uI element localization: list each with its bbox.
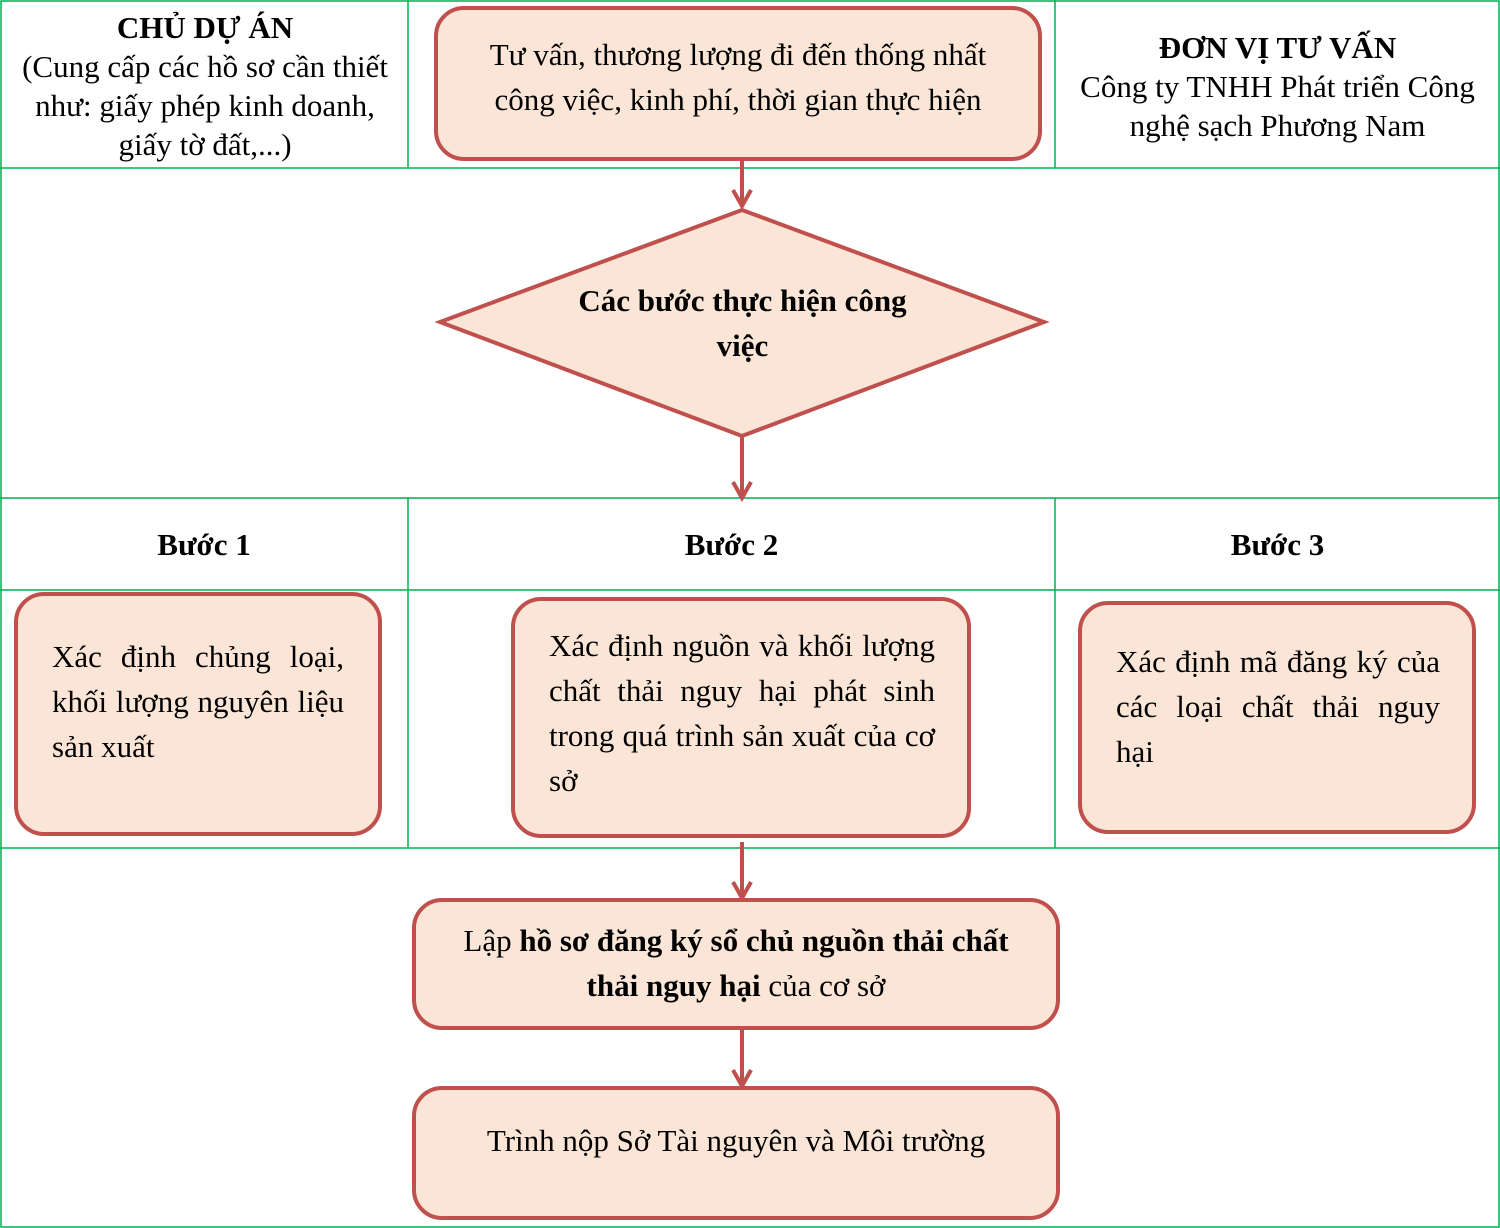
- consultant-cell: ĐƠN VỊ TƯ VẤN Công ty TNHH Phát triển Cô…: [1065, 28, 1490, 145]
- step-3-box: Xác định mã đăng ký của các loại chất th…: [1078, 601, 1476, 834]
- consult-box-text: Tư vấn, thương lượng đi đến thống nhất c…: [489, 37, 987, 117]
- project-owner-title: CHỦ DỰ ÁN: [116, 10, 294, 45]
- step-3-text: Xác định mã đăng ký của các loại chất th…: [1116, 644, 1440, 769]
- decision-label: Các bước thực hiện công việc: [578, 283, 907, 363]
- step-2-title: Bước 2: [684, 527, 779, 562]
- consultant-name: Công ty TNHH Phát triển Công nghệ sạch P…: [1080, 69, 1475, 143]
- registration-file-box: Lập hồ sơ đăng ký sổ chủ nguồn thải chất…: [412, 898, 1060, 1030]
- file-box-prefix: Lập: [463, 923, 520, 958]
- step-1-text: Xác định chủng loại, khối lượng nguyên l…: [52, 639, 344, 764]
- submit-box: Trình nộp Sở Tài nguyên và Môi trường: [412, 1086, 1060, 1220]
- file-box-bold: hồ sơ đăng ký sổ chủ nguồn thải chất thả…: [519, 923, 1009, 1003]
- project-owner-description: (Cung cấp các hồ sơ cần thiết như: giấy …: [22, 49, 388, 162]
- step-3-title: Bước 3: [1230, 527, 1325, 562]
- submit-box-text: Trình nộp Sở Tài nguyên và Môi trường: [486, 1123, 986, 1158]
- consult-box: Tư vấn, thương lượng đi đến thống nhất c…: [434, 6, 1042, 161]
- project-owner-cell: CHỦ DỰ ÁN (Cung cấp các hồ sơ cần thiết …: [20, 8, 390, 164]
- step-2-text: Xác định nguồn và khối lượng chất thải n…: [549, 628, 935, 798]
- step-2-box: Xác định nguồn và khối lượng chất thải n…: [511, 597, 971, 838]
- step-1-box: Xác định chủng loại, khối lượng nguyên l…: [14, 592, 382, 836]
- step-1-title: Bước 1: [157, 527, 251, 562]
- file-box-suffix: của cơ sở: [760, 968, 886, 1003]
- consultant-title: ĐƠN VỊ TƯ VẤN: [1158, 30, 1397, 65]
